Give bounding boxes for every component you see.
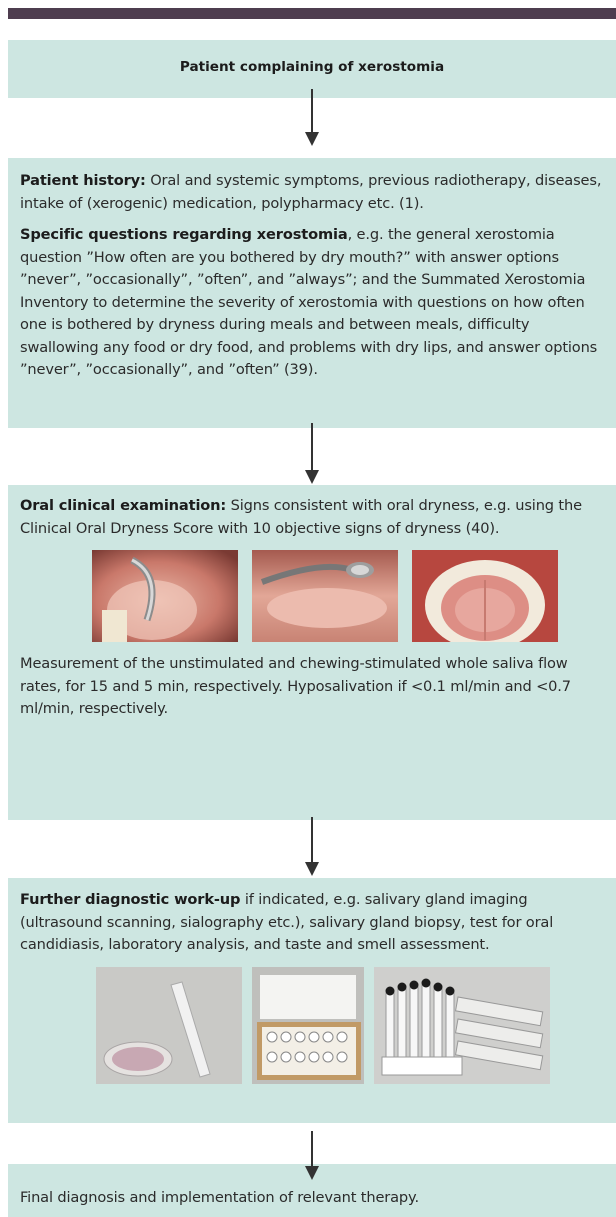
flow-arrow-2 <box>305 423 319 485</box>
photo-mirror-lip <box>252 550 398 642</box>
workup-heading: Further diagnostic work-up <box>20 891 240 908</box>
photo-tube-rack <box>374 967 550 1084</box>
step-box-history: Patient history: Oral and systemic sympt… <box>8 158 616 428</box>
examination-paragraph: Oral clinical examination: Signs consist… <box>20 495 604 540</box>
workup-paragraph: Further diagnostic work-up if indicated,… <box>20 889 604 957</box>
questions-text: , e.g. the general xerostomia question ”… <box>20 226 597 378</box>
photo-palate-teeth <box>412 550 558 642</box>
step-box-workup: Further diagnostic work-up if indicated,… <box>8 878 616 1123</box>
final-diagnosis-text: Final diagnosis and implementation of re… <box>20 1187 419 1209</box>
flow-arrow-1 <box>305 89 319 147</box>
step-title-complaint: Patient complaining of xerostomia <box>8 59 616 75</box>
photo-mirror-cheek <box>92 550 238 642</box>
examination-photos <box>92 550 604 642</box>
top-header-bar <box>0 0 616 21</box>
workup-photos <box>96 967 604 1084</box>
history-paragraph: Patient history: Oral and systemic sympt… <box>20 170 604 215</box>
top-color-strip <box>8 8 616 19</box>
questions-heading: Specific questions regarding xerostomia <box>20 226 348 243</box>
examination-heading: Oral clinical examination: <box>20 497 226 514</box>
photo-taste-kit <box>252 967 364 1084</box>
flow-arrow-final <box>305 1131 319 1181</box>
history-heading: Patient history: <box>20 172 146 189</box>
questions-paragraph: Specific questions regarding xerostomia,… <box>20 224 604 382</box>
step-box-examination: Oral clinical examination: Signs consist… <box>8 485 616 820</box>
photo-petri-swab <box>96 967 242 1084</box>
saliva-measurement-text: Measurement of the unstimulated and chew… <box>20 653 604 721</box>
flow-arrow-3 <box>305 817 319 877</box>
